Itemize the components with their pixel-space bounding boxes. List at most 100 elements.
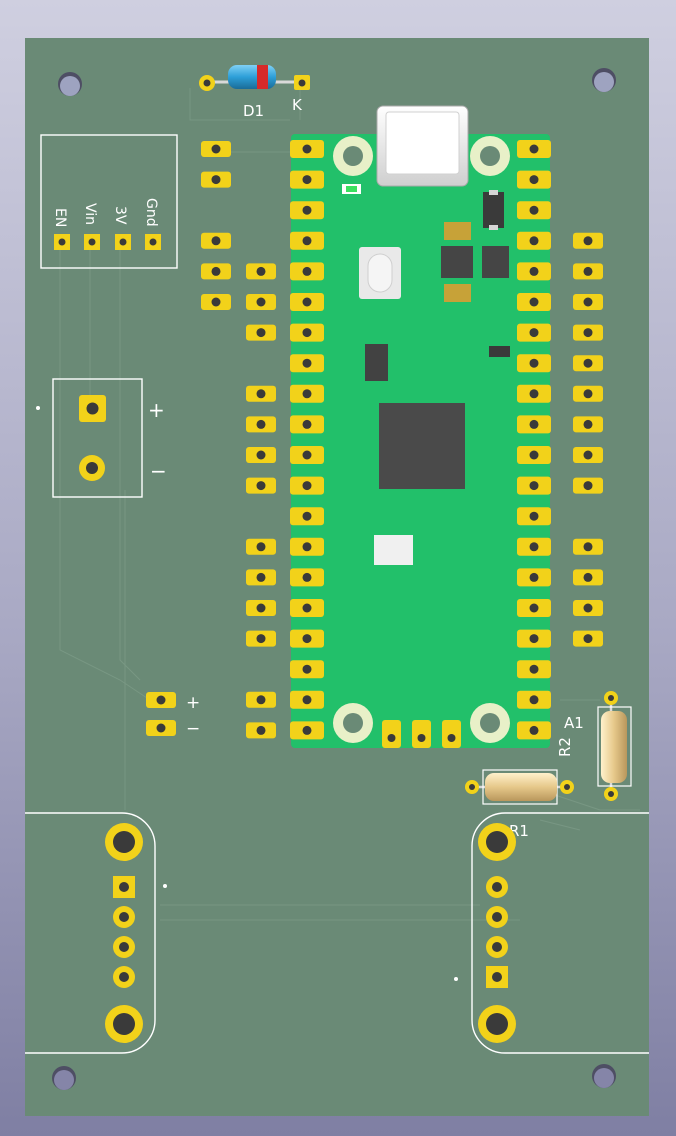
header-pad-hole: [256, 328, 266, 338]
pico-mounting-holes: [333, 136, 510, 743]
left-module-outline: [25, 812, 156, 1054]
status-led-lens: [346, 186, 357, 192]
pico-pin-left-hole: [302, 236, 312, 246]
header-pad-hole: [583, 603, 593, 613]
power-pin-hole: [119, 238, 127, 246]
header-pad-hole: [256, 481, 266, 491]
header-pad-hole: [583, 358, 593, 368]
pico-pin-right-hole: [529, 236, 539, 246]
header-pad-hole: [256, 389, 266, 399]
header-pad-hole: [256, 542, 266, 552]
pico-pin-right-hole: [529, 450, 539, 460]
pico-pin-right-hole: [529, 603, 539, 613]
header-pad-hole: [583, 266, 593, 276]
pico-pin-left-hole: [302, 634, 312, 644]
pico-pin-right-hole: [529, 205, 539, 215]
pico-pin-right-hole: [529, 481, 539, 491]
copper-traces: [59, 88, 640, 921]
header-pad-hole: [256, 450, 266, 460]
power-pin-hole: [149, 238, 157, 246]
header-pad-hole: [256, 634, 266, 644]
pico-pin-left-hole: [302, 511, 312, 521]
pico-pin-right-hole: [529, 266, 539, 276]
header-pad-hole: [256, 266, 266, 276]
power-pin-hole: [88, 238, 96, 246]
header-column-a: [201, 141, 231, 310]
rp2040-chip: [379, 403, 465, 489]
pico-pin-right-hole: [529, 634, 539, 644]
left-module-pads: [105, 823, 167, 1043]
pico-pin-left-hole: [302, 481, 312, 491]
header-pad-hole: [256, 419, 266, 429]
pico-pin-right-hole: [529, 725, 539, 735]
resistor-r2: [597, 691, 632, 801]
pico-pin-right-hole: [529, 664, 539, 674]
pico-pin-left-hole: [302, 725, 312, 735]
battery-pad-minus-hole: [86, 462, 98, 474]
label-k: K: [292, 96, 303, 114]
resistor-r1: [465, 769, 574, 805]
pico-pin-right-hole: [529, 511, 539, 521]
label-minus-bottom: −: [186, 719, 200, 739]
header-pad-hole: [211, 144, 221, 154]
pico-pin-left-hole: [302, 205, 312, 215]
header-pad-hole: [583, 481, 593, 491]
header-pad-hole: [583, 328, 593, 338]
header-pad-hole: [256, 695, 266, 705]
pico-pin-left-hole: [302, 542, 312, 552]
pico-pin-left-hole: [302, 389, 312, 399]
pico-right-pins: [517, 140, 551, 740]
power-pin-hole: [58, 238, 66, 246]
label-r2: R2: [556, 737, 574, 757]
header-pad-hole: [256, 572, 266, 582]
pico-pin-left-hole: [302, 450, 312, 460]
pico-pin-right-hole: [529, 175, 539, 185]
header-pad-hole: [583, 542, 593, 552]
pico-pin-right-hole: [529, 695, 539, 705]
label-plus-top: +: [148, 398, 165, 422]
header-pad-hole: [211, 266, 221, 276]
header-pad-hole: [583, 634, 593, 644]
label-vin: Vin: [82, 203, 98, 225]
label-plus-bottom: +: [186, 693, 200, 713]
pico-pin-right-hole: [529, 328, 539, 338]
mounting-holes: [52, 68, 616, 1090]
label-3v: 3V: [112, 206, 128, 225]
header-pad-hole: [583, 236, 593, 246]
pico-pin-left-hole: [302, 297, 312, 307]
battery-connector-outline: [52, 378, 143, 498]
header-pad-hole: [211, 297, 221, 307]
pico-pin-right-hole: [529, 358, 539, 368]
pico-pin-left-hole: [302, 572, 312, 582]
pico-pin-right-hole: [529, 419, 539, 429]
diode-d1: [199, 65, 310, 91]
label-a1: A1: [564, 714, 584, 732]
pico-pin-left-hole: [302, 266, 312, 276]
battery-pad-plus-hole: [86, 402, 99, 415]
pico-pin-left-hole: [302, 358, 312, 368]
pico-components: [359, 190, 510, 565]
label-d1: D1: [243, 102, 264, 120]
pico-pin-left-hole: [302, 144, 312, 154]
label-en: EN: [52, 208, 68, 227]
header-pad-hole: [211, 175, 221, 185]
aux-power-pads: [146, 692, 176, 736]
pico-left-pins: [290, 140, 324, 740]
label-gnd: Gnd: [143, 198, 159, 227]
header-pad-hole: [256, 725, 266, 735]
header-pad-hole: [583, 419, 593, 429]
header-pad-hole: [256, 297, 266, 307]
header-pad-hole: [583, 572, 593, 582]
pico-pin-right-hole: [529, 297, 539, 307]
pico-pin-right-hole: [529, 542, 539, 552]
right-module-pads: [454, 823, 516, 1043]
debug-pads: [382, 720, 461, 748]
header-pad-hole: [211, 236, 221, 246]
header-column-b: [246, 263, 276, 739]
pico-pin-right-hole: [529, 144, 539, 154]
pico-pin-right-hole: [529, 389, 539, 399]
pico-pin-left-hole: [302, 603, 312, 613]
pico-pin-left-hole: [302, 664, 312, 674]
label-minus-top: −: [150, 459, 167, 483]
